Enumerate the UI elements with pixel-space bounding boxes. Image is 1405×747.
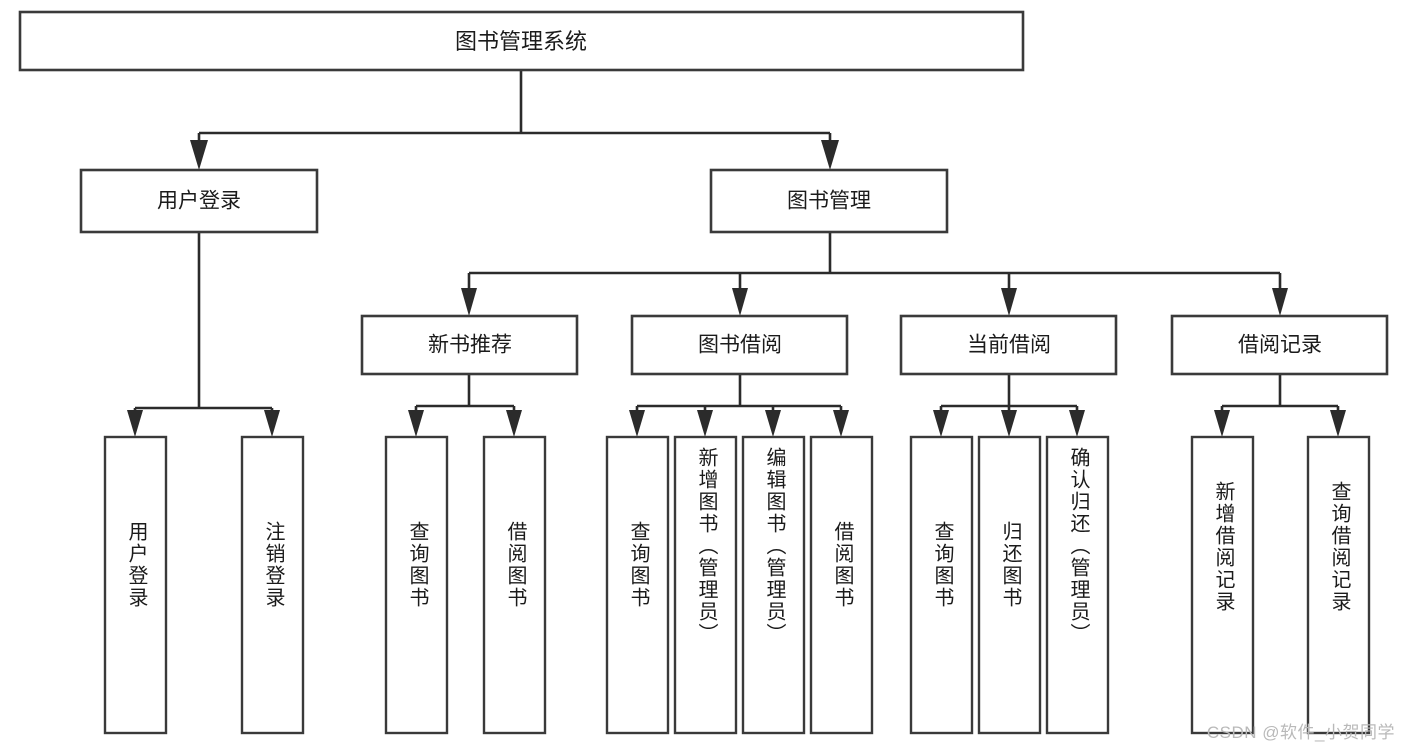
arrow-new-book-recommend bbox=[461, 288, 477, 316]
arrow-leaf-confirm-return bbox=[1069, 410, 1085, 437]
arrow-leaf-logout-login bbox=[264, 410, 280, 437]
arrow-leaf-borrow-book-1 bbox=[506, 410, 522, 437]
node-book-borrow[interactable] bbox=[630, 314, 849, 376]
node-borrow-record[interactable] bbox=[1170, 314, 1389, 376]
node-leaf-confirm-return[interactable] bbox=[1045, 435, 1110, 735]
node-leaf-query-book-1[interactable] bbox=[384, 435, 449, 735]
arrow-borrow-record bbox=[1272, 288, 1288, 316]
node-current-borrow-label: 当前借阅 bbox=[967, 334, 1051, 357]
arrow-leaf-query-book-3 bbox=[933, 410, 949, 437]
arrow-leaf-edit-book bbox=[765, 410, 781, 437]
node-leaf-return-book[interactable] bbox=[977, 435, 1042, 735]
arrow-user-login bbox=[190, 140, 208, 170]
node-leaf-logout-login[interactable] bbox=[240, 435, 305, 735]
connector-layer bbox=[127, 70, 1346, 437]
arrow-book-borrow bbox=[732, 288, 748, 316]
arrow-book-manage bbox=[821, 140, 839, 170]
node-book-manage-label: 图书管理 bbox=[787, 190, 871, 213]
node-leaf-query-book-3[interactable] bbox=[909, 435, 974, 735]
arrow-leaf-query-book-1 bbox=[408, 410, 424, 437]
arrow-current-borrow bbox=[1001, 288, 1017, 316]
arrow-leaf-query-record bbox=[1330, 410, 1346, 437]
node-leaf-add-book[interactable] bbox=[673, 435, 738, 735]
node-layer: 图书管理系统 用户登录 图书管理 新书推荐 图书借阅 当前借阅 借阅记录 bbox=[18, 10, 1389, 735]
node-new-book-recommend[interactable] bbox=[360, 314, 579, 376]
arrow-leaf-user-login bbox=[127, 410, 143, 437]
arrow-leaf-borrow-book-2 bbox=[833, 410, 849, 437]
arrow-leaf-return-book bbox=[1001, 410, 1017, 437]
csdn-watermark: CSDN @软件_小贺同学 bbox=[1206, 723, 1395, 742]
node-book-manage[interactable] bbox=[709, 168, 949, 234]
node-leaf-edit-book[interactable] bbox=[741, 435, 806, 735]
node-leaf-borrow-book-2[interactable] bbox=[809, 435, 874, 735]
node-leaf-borrow-book-1[interactable] bbox=[482, 435, 547, 735]
node-leaf-query-book-2[interactable] bbox=[605, 435, 670, 735]
node-user-login[interactable] bbox=[79, 168, 319, 234]
node-current-borrow[interactable] bbox=[899, 314, 1118, 376]
node-leaf-query-record[interactable] bbox=[1306, 435, 1371, 735]
arrow-leaf-add-record bbox=[1214, 410, 1230, 437]
node-root-book-management-system[interactable] bbox=[18, 10, 1025, 72]
node-new-book-recommend-label: 新书推荐 bbox=[428, 334, 512, 357]
node-leaf-user-login[interactable] bbox=[103, 435, 168, 735]
node-book-borrow-label: 图书借阅 bbox=[698, 334, 782, 357]
node-root-label: 图书管理系统 bbox=[455, 29, 587, 54]
node-user-login-label: 用户登录 bbox=[157, 190, 241, 213]
node-borrow-record-label: 借阅记录 bbox=[1238, 334, 1322, 357]
arrow-leaf-query-book-2 bbox=[629, 410, 645, 437]
node-leaf-add-record[interactable] bbox=[1190, 435, 1255, 735]
arrow-leaf-add-book bbox=[697, 410, 713, 437]
